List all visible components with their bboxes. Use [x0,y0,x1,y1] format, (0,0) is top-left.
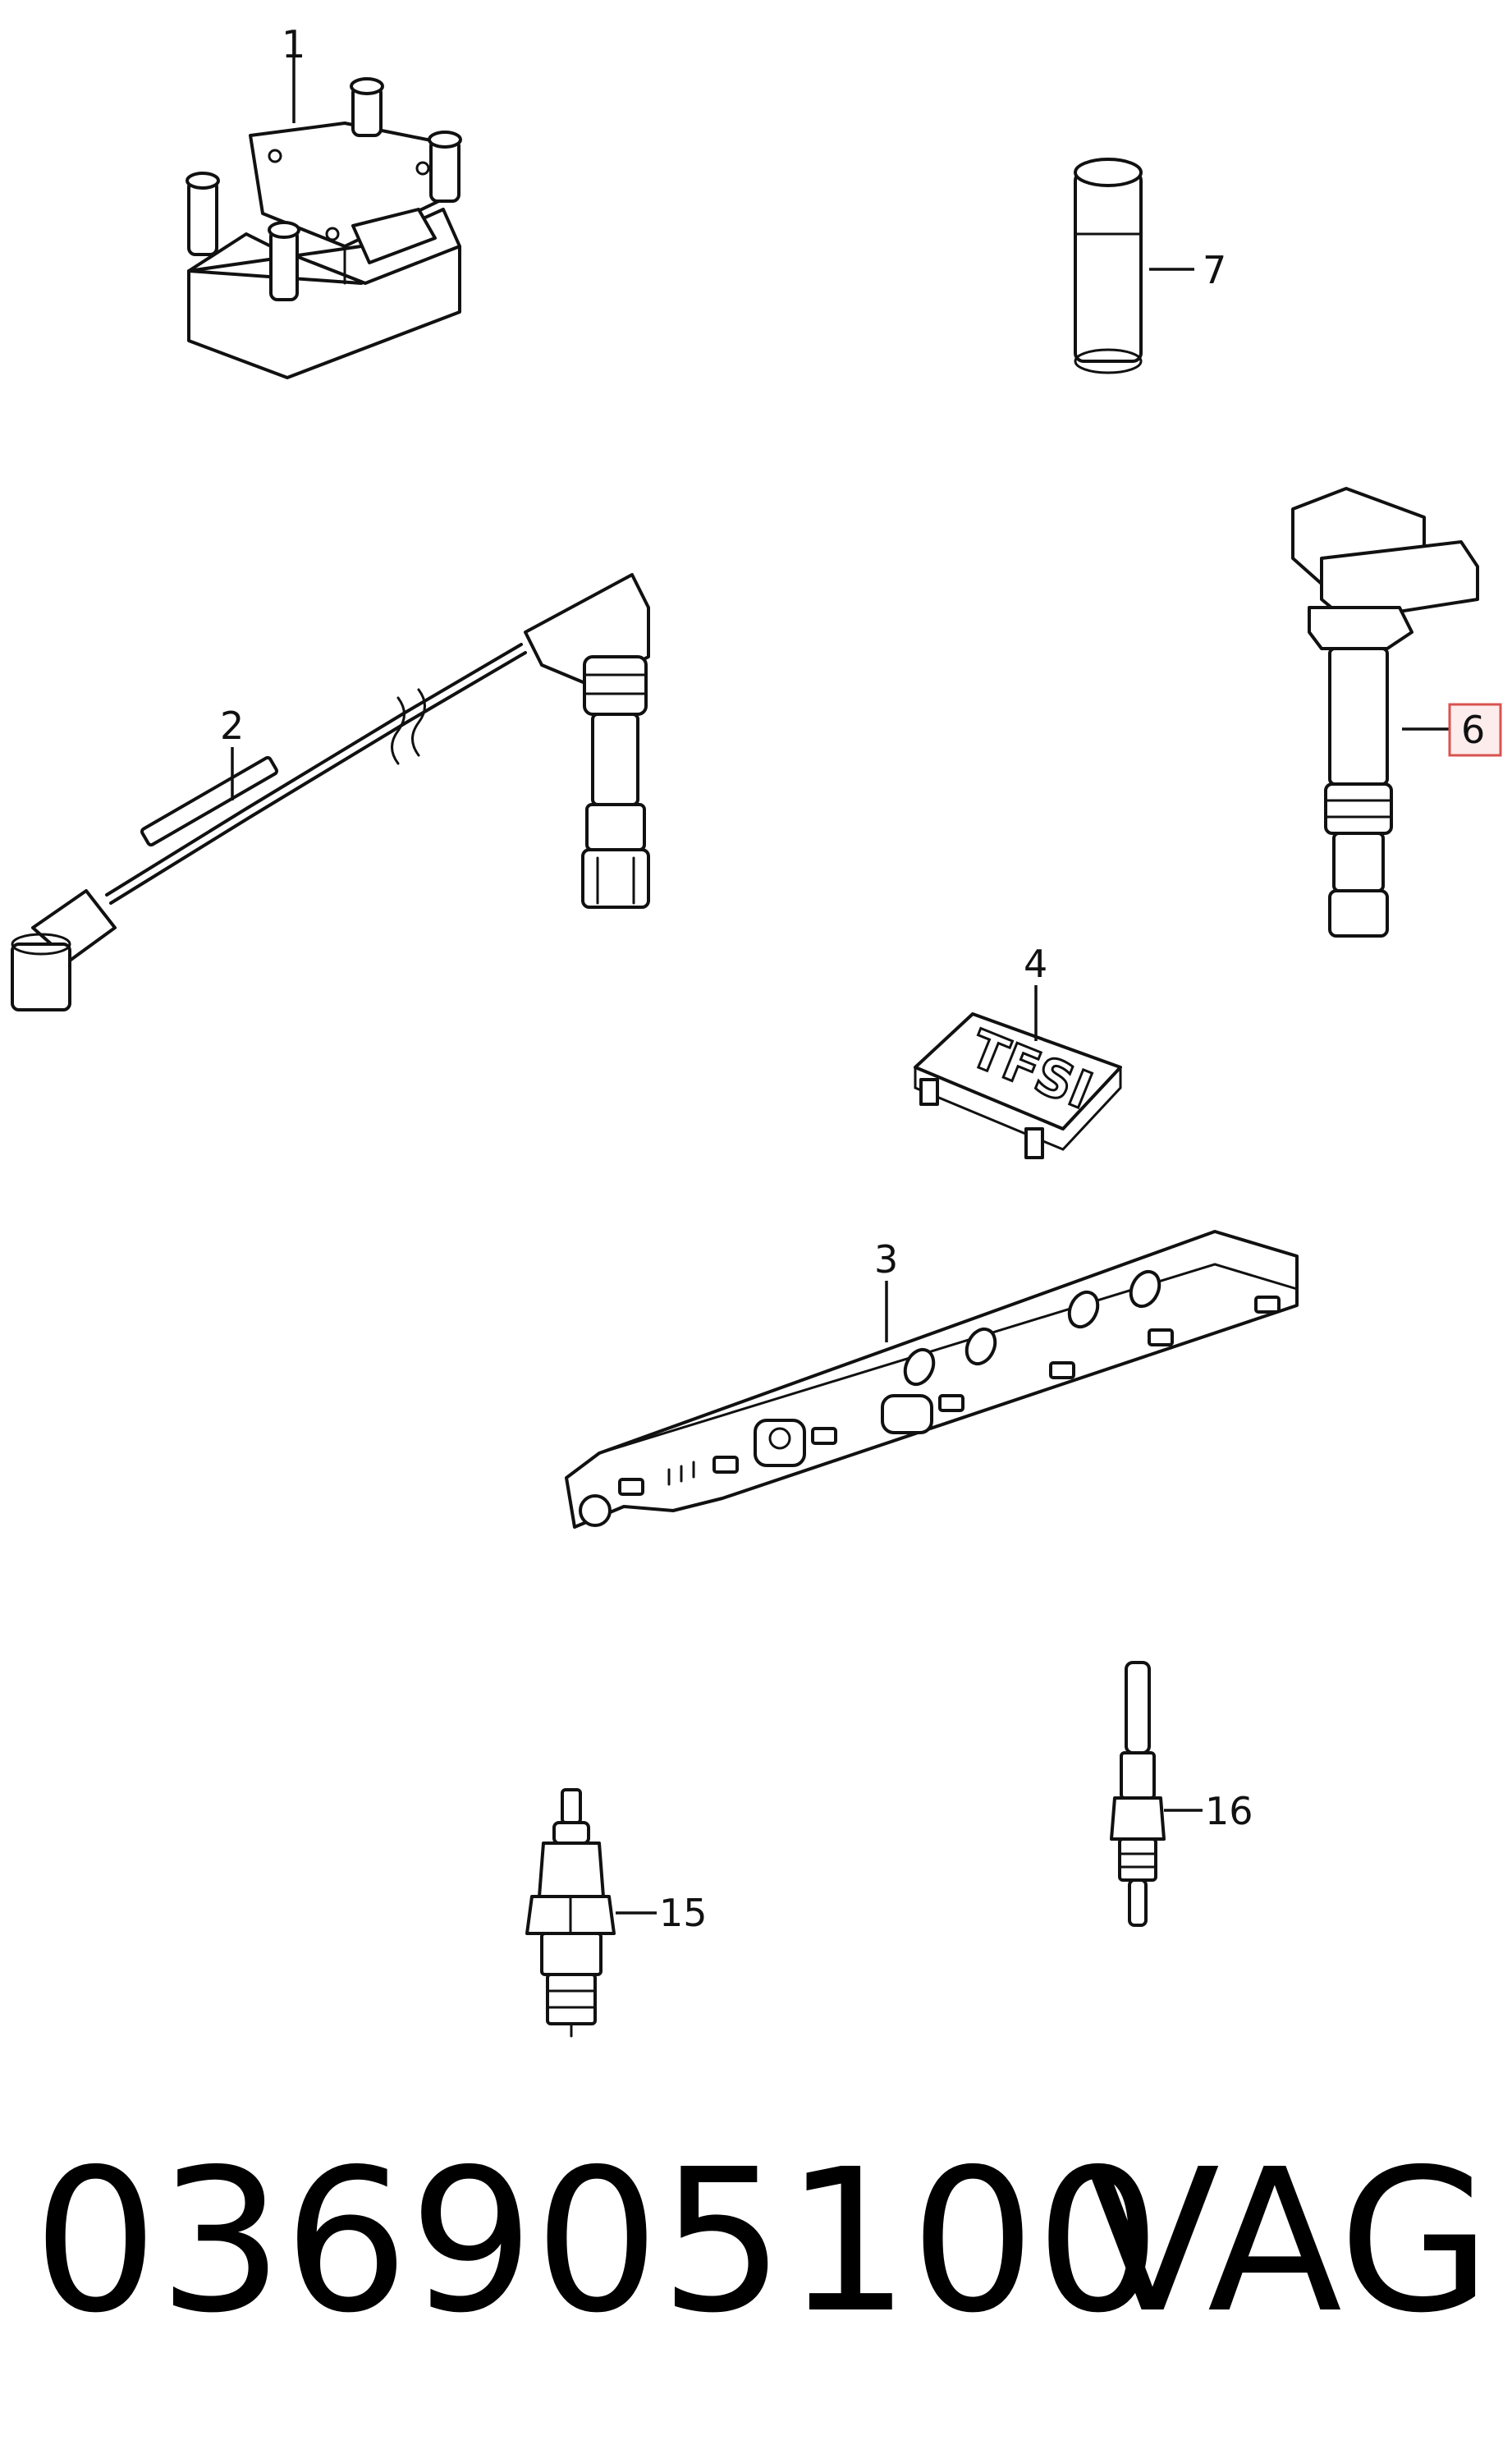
part-2-ignition-lead [11,573,650,1011]
callout-7: 7 [1203,248,1226,292]
part-3-wiring-harness-rail [565,1230,1299,1529]
part-15-spark-plug [525,1788,657,2038]
callout-1: 1 [282,22,305,67]
part-4-tfsi-badge: TFSI [914,985,1122,1159]
callout-2: 2 [220,704,244,748]
ignition-parts-diagram: 1 7 6 [11,22,1502,2038]
part-6-ignition-coil [1291,487,1479,938]
callout-6: 6 [1461,708,1485,752]
part-7-cylinder [1074,158,1194,374]
callout-4: 4 [1024,942,1047,986]
callout-16: 16 [1205,1789,1253,1833]
part-number: 036905100 [33,2126,1161,2356]
brand-name: VAG [1085,2126,1491,2356]
callout-6-highlight-box [1448,703,1502,757]
callout-3: 3 [874,1237,898,1282]
part-1-ignition-coil-pack [186,57,462,379]
footer-caption: 036905100 VAG [0,2118,1512,2364]
part-16-glow-plug [1110,1661,1203,1927]
callout-15: 15 [659,1891,708,1935]
